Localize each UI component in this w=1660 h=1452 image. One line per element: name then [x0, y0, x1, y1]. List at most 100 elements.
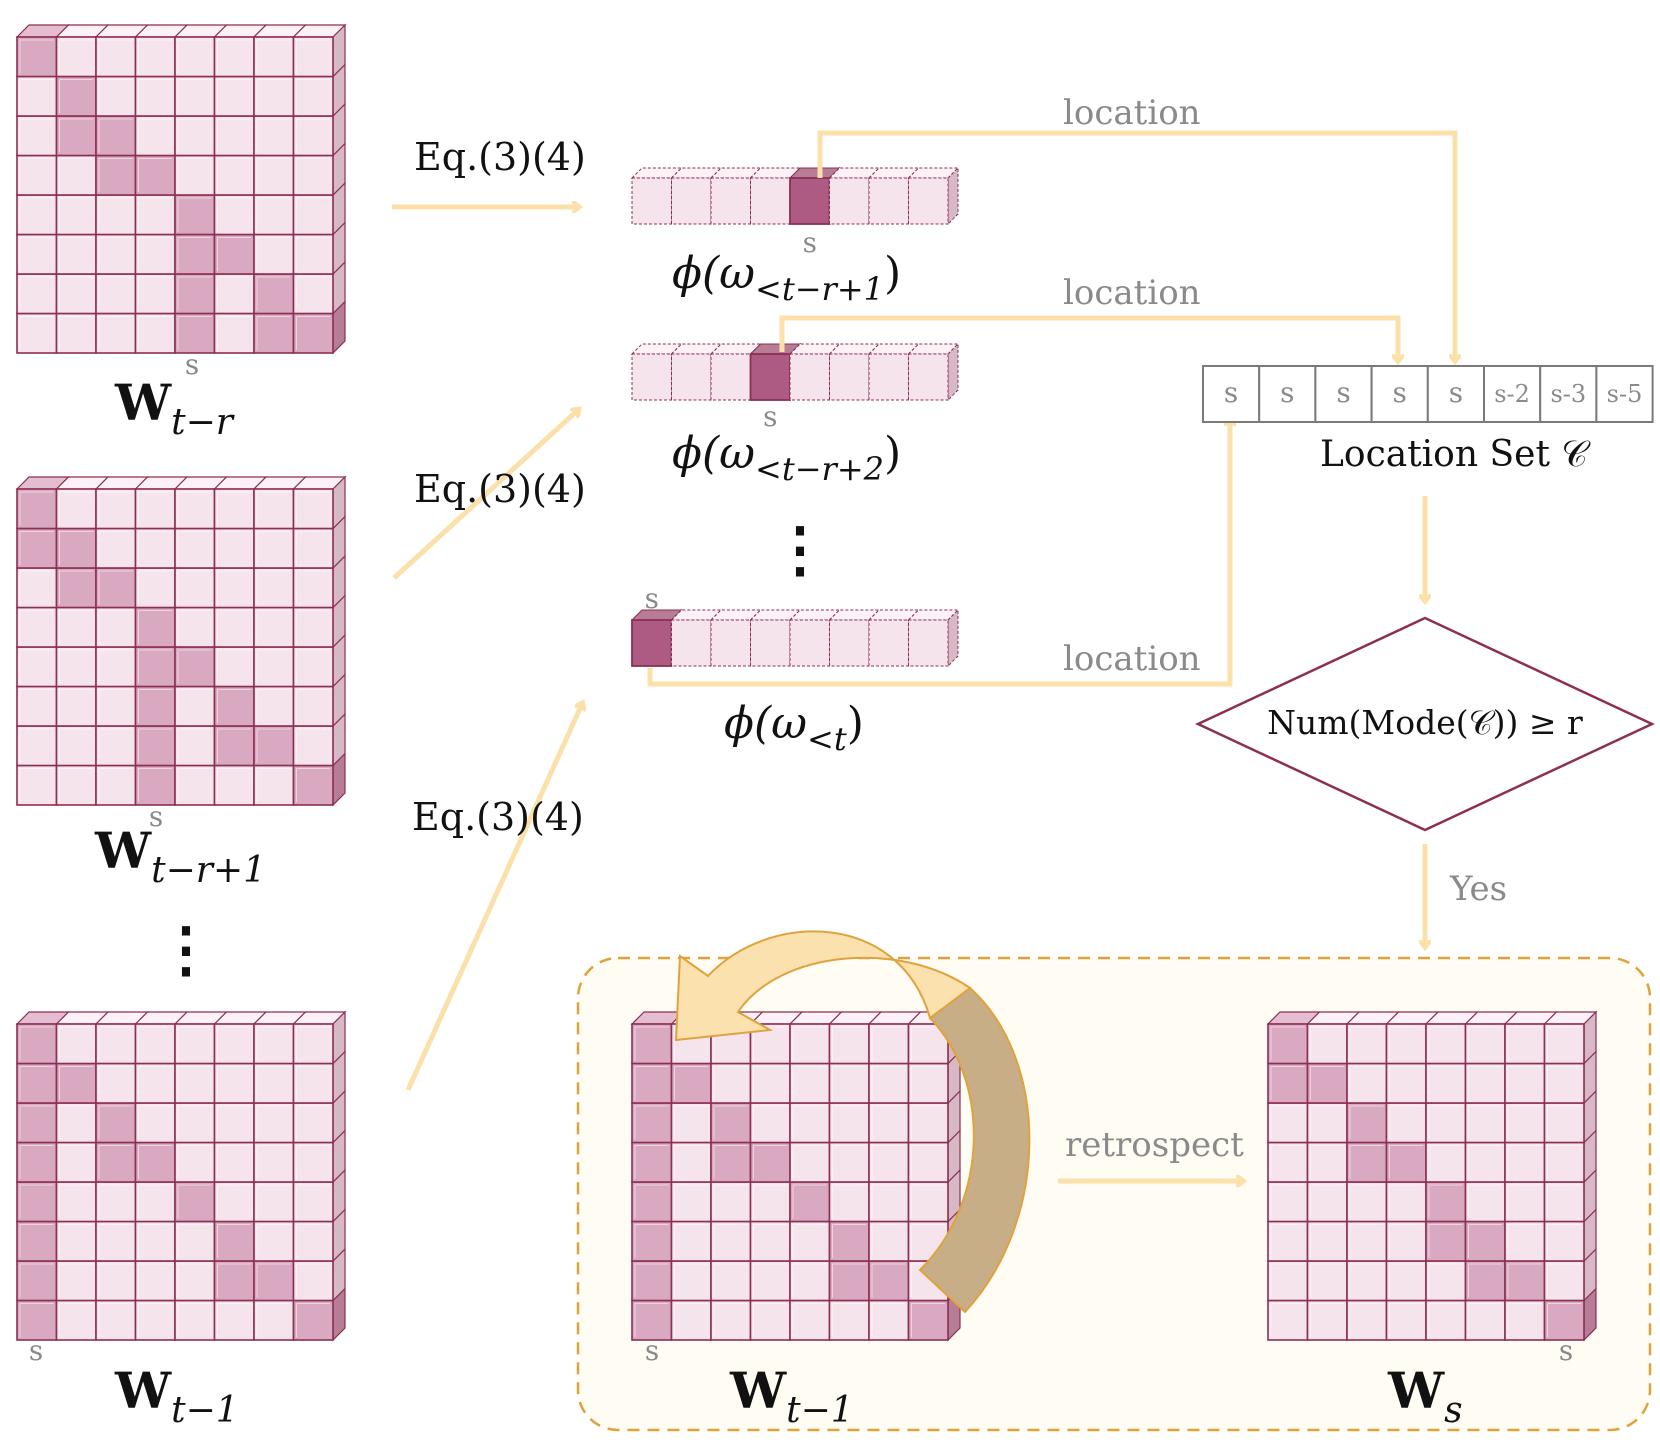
matrix-cell [1464, 1181, 1506, 1223]
matrix-cell [253, 154, 295, 196]
location-line-2 [779, 315, 1398, 360]
matrix-cell [16, 1260, 58, 1302]
location-label-2: location [1063, 273, 1201, 313]
matrix-cell [16, 1102, 58, 1144]
matrix-cell [213, 233, 255, 275]
matrix-cell [213, 567, 255, 609]
matrix-cell [174, 1220, 216, 1262]
matrix-cell [173, 1011, 228, 1065]
matrix-cell [1385, 1260, 1427, 1302]
vector-cell [709, 609, 762, 667]
matrix-cell [1504, 1181, 1546, 1223]
matrix-cell [213, 115, 255, 157]
location-label-1: location [1063, 93, 1201, 133]
matrix-label: Wt−1 [114, 1361, 239, 1431]
matrix-cell [252, 1011, 307, 1065]
eq-label-2: Eq.(3)(4) [414, 467, 586, 511]
matrix-cell [55, 233, 97, 275]
matrix-cell [95, 1062, 137, 1104]
matrix-cell [1503, 1011, 1558, 1065]
matrix-cell [95, 115, 137, 157]
matrix-cell [253, 75, 295, 117]
matrix-cell [1543, 1168, 1597, 1223]
matrix-cell [134, 194, 176, 236]
matrix-cell [749, 1102, 791, 1144]
matrix-cell [95, 685, 137, 727]
vector-cell [907, 166, 960, 226]
s-marker: s [645, 1334, 659, 1367]
matrix-cell [1425, 1102, 1467, 1144]
matrix-cell [16, 312, 58, 354]
matrix-cell [55, 1181, 97, 1223]
eq-arrow-2 [392, 410, 578, 580]
matrix-cell [907, 1050, 961, 1105]
matrix-cell [174, 764, 216, 806]
matrix-cell [174, 685, 216, 727]
matrix-w-s: Wss [1266, 1010, 1598, 1431]
matrix-cell [1504, 1062, 1546, 1104]
matrix-cell [16, 646, 58, 688]
matrix-cell [213, 606, 255, 648]
matrix-cell [95, 606, 137, 648]
matrix-cell [670, 1181, 712, 1223]
matrix-cell [55, 1102, 97, 1144]
vector-cell [867, 343, 920, 401]
matrix-cell [789, 1141, 831, 1183]
matrix-cell [292, 633, 346, 688]
matrix-cell [16, 567, 58, 609]
s-marker: s [645, 582, 659, 615]
matrix-cell [1385, 1102, 1427, 1144]
matrix-cell [789, 1260, 831, 1302]
matrix-cell [213, 527, 255, 569]
matrix-cell [630, 1011, 685, 1065]
matrix-cell [134, 1141, 176, 1183]
matrix-cell [95, 646, 137, 688]
matrix-cell [253, 194, 295, 236]
location-line-3 [647, 420, 1230, 687]
matrix-cell [15, 476, 70, 530]
matrix-label: Wt−r+1 [94, 821, 266, 891]
matrix-cell [174, 725, 216, 767]
matrix-cell [55, 1260, 97, 1302]
matrix-cell [1425, 1220, 1467, 1262]
vector-cell [828, 343, 881, 401]
matrix-cell [16, 273, 58, 315]
matrix-cell [292, 63, 346, 118]
matrix-cell [710, 1260, 752, 1302]
matrix-cell [292, 23, 347, 78]
matrix-cell [710, 1062, 752, 1104]
matrix-cell [749, 1181, 791, 1223]
matrix-cell [1425, 1141, 1467, 1183]
matrix-cell [174, 1141, 216, 1183]
matrix-cell [292, 260, 346, 315]
matrix-cell [1306, 1141, 1348, 1183]
vector-cell [907, 608, 960, 668]
matrix-cell [55, 764, 97, 806]
matrix-cell [1346, 1062, 1388, 1104]
matrix-cell [134, 233, 176, 275]
matrix-cell [213, 312, 255, 354]
matrix-cell [1267, 1062, 1309, 1104]
matrix-cell [1267, 1181, 1309, 1223]
vector-phi-t: sϕ(ω<t) [630, 582, 960, 758]
vector-cell [788, 609, 841, 667]
matrix-cell [213, 764, 255, 806]
matrix-cell [95, 764, 137, 806]
vector-cell [907, 342, 960, 402]
location-line-1 [817, 130, 1455, 360]
eq-label-3: Eq.(3)(4) [412, 795, 584, 839]
location-set-cell: s [1314, 365, 1373, 423]
matrix-cell [134, 312, 176, 354]
decision-diamond [1195, 616, 1655, 832]
matrix-cell [1464, 1062, 1506, 1104]
location-set-cell: s [1426, 365, 1486, 423]
matrix-cell [95, 312, 137, 354]
matrix-cell [292, 712, 346, 767]
matrix-cell [789, 1181, 831, 1223]
matrix-cell [174, 1260, 216, 1302]
matrix-w-t-minus-1: Wt−1s [15, 1010, 347, 1431]
svg-text:s: s [1280, 376, 1294, 409]
matrix-cell [253, 527, 295, 569]
